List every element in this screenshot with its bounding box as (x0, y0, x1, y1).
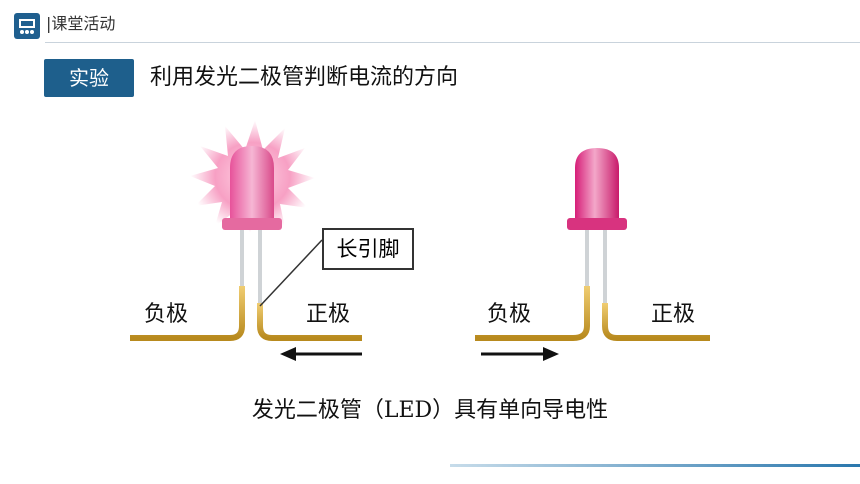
negative-wire (130, 286, 245, 341)
led-rim (222, 218, 282, 230)
section-title: |课堂活动 (46, 14, 116, 33)
negative-label: 负极 (487, 302, 532, 327)
positive-wire (257, 303, 362, 341)
experiment-badge: 实验 (44, 59, 134, 97)
led-unlit-figure: 负极 正极 (455, 108, 755, 368)
led-unlit-illustration (475, 148, 710, 361)
negative-label: 负极 (144, 302, 189, 327)
page-title: 利用发光二极管判断电流的方向 (150, 65, 459, 90)
caption: 发光二极管（LED）具有单向导电性 (251, 398, 609, 423)
header-divider (45, 42, 860, 43)
positive-wire (602, 303, 710, 341)
classroom-logo-icon (14, 13, 40, 39)
positive-label: 正极 (306, 302, 351, 327)
positive-label: 正极 (651, 302, 696, 327)
header: |课堂活动 (0, 0, 860, 44)
footer-decoration (450, 464, 860, 467)
led-lit-figure: 负极 正极 (100, 108, 400, 368)
led-bulb (575, 148, 619, 218)
negative-wire (475, 286, 590, 341)
long-lead-callout: 长引脚 (322, 228, 414, 270)
led-lit-illustration (130, 120, 362, 361)
led-rim (567, 218, 627, 230)
led-bulb (230, 146, 274, 218)
